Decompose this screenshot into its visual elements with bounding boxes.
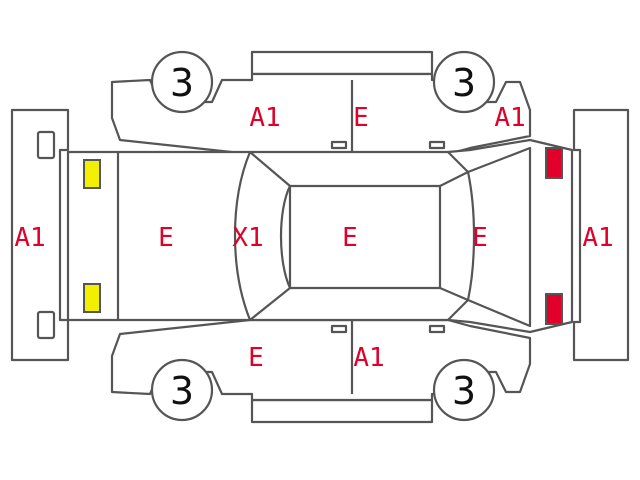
rear-lamp-bottom [83,283,101,313]
tire-bottom-right-number: 3 [452,369,476,413]
tire-bottom-right: 3 [432,358,496,422]
mark-rear-window: X1 [232,223,263,253]
front-lamp-top [545,147,563,179]
mark-left-front-fender: A1 [494,103,525,133]
front-bumper [572,108,630,362]
tire-top-left: 3 [150,50,214,114]
mark-trunk: E [158,223,174,253]
rear-lamp-top [83,159,101,189]
mark-left-rear-quarter: A1 [249,103,280,133]
tire-bottom-left: 3 [150,358,214,422]
rear-bumper [10,108,70,362]
tire-top-right-number: 3 [452,61,476,105]
tire-top-right: 3 [432,50,496,114]
mark-front-bumper: A1 [582,223,613,253]
mark-roof: E [342,223,358,253]
tire-bottom-left-number: 3 [170,369,194,413]
mark-rear-bumper: A1 [14,223,45,253]
bottom-door-strip [250,398,434,424]
tire-top-left-number: 3 [170,61,194,105]
top-door-strip [250,50,434,76]
front-lamp-bottom [545,293,563,325]
mark-right-rear-quarter: E [248,343,264,373]
mark-hood: E [472,223,488,253]
car-body-top [66,138,574,334]
mark-left-rear-door: E [353,103,369,133]
mark-right-rear-door: A1 [353,343,384,373]
